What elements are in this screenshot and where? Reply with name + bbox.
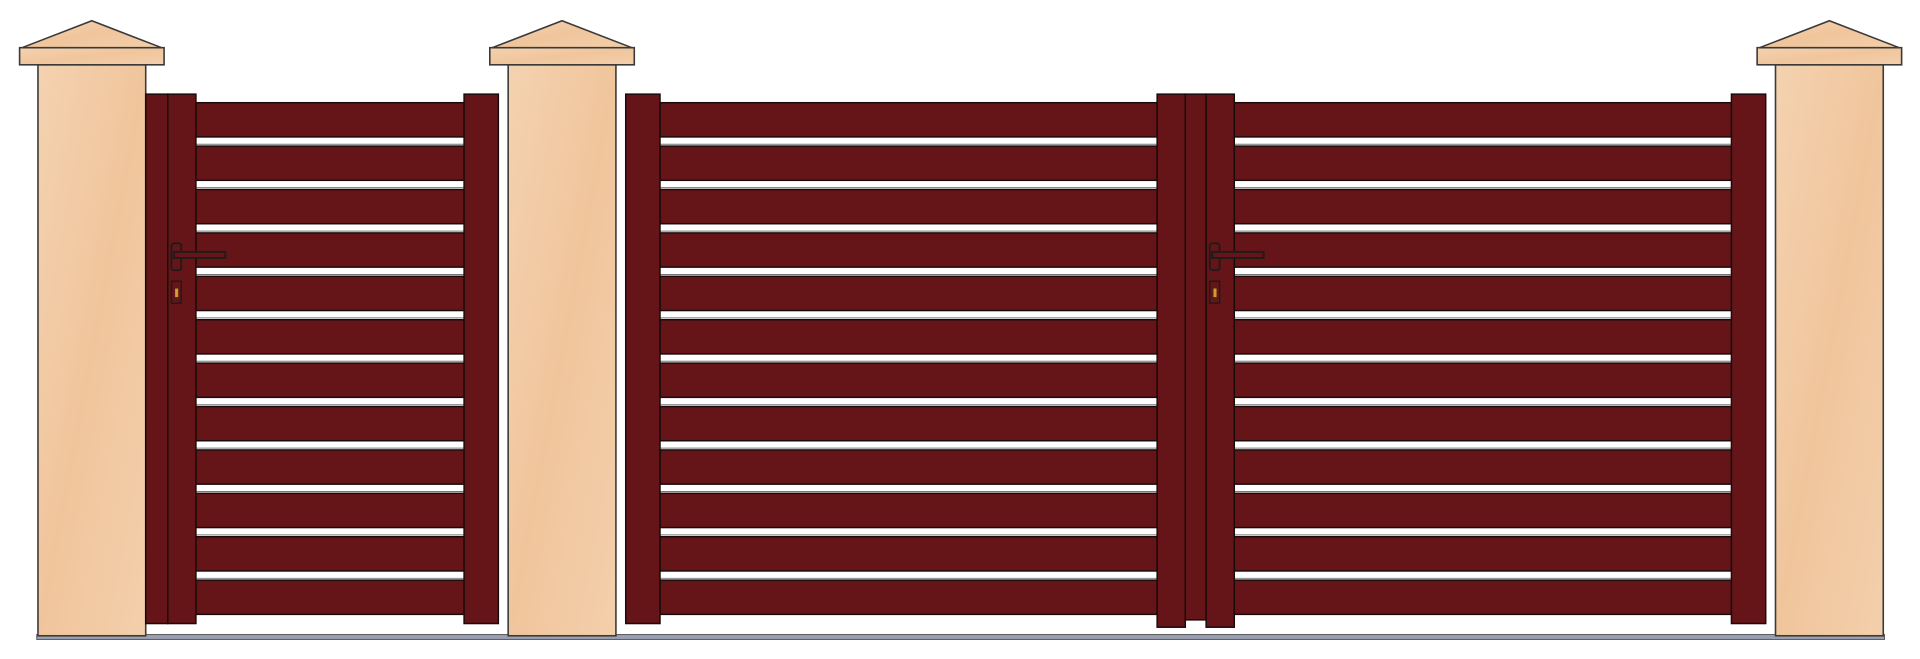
right-leaf-outer-stile [1730,93,1767,625]
gate-slat [659,449,1158,485]
gate-hinge-stile [144,93,169,625]
gate-lock-stile [167,93,197,625]
gate-slat [659,536,1158,572]
gate-slat [659,579,1158,616]
gate-slat [1233,232,1733,268]
gate-slat [195,188,465,225]
center-astragal [1184,93,1207,621]
gate-slat [195,536,465,572]
keyhole-icon [1213,288,1217,298]
gate-slat [1233,101,1733,138]
gate-slat [1233,449,1733,485]
gate-slat [659,232,1158,268]
right-leaf-meeting-stile [1205,93,1236,628]
gate-slat [1233,188,1733,225]
gate-slat [659,405,1158,442]
pillar-body [37,64,147,637]
gate-slat [659,318,1158,355]
pillars [18,19,1903,637]
gate-slat [1233,275,1733,312]
gate-slat [195,492,465,529]
gate-slat [659,275,1158,312]
gate-slat [195,579,465,616]
pillar-cap-slab [18,46,165,66]
keyhole-icon [175,288,179,298]
gate-slat [659,362,1158,399]
gate-slat [1233,579,1733,616]
left-leaf-outer-stile [624,93,661,625]
gate-slat [195,405,465,442]
lever-handle-icon [172,250,227,259]
pillar-cap-slab [489,46,636,66]
pillar-body [1774,64,1885,637]
pillar-cap-pyramid [491,19,633,49]
pillar-cap-pyramid [21,19,162,49]
gate-slat [1233,362,1733,399]
gate-slat [1233,145,1733,182]
pillar-cap-slab [1756,46,1903,66]
double-driveway-gate [624,93,1767,628]
gate-slat [195,232,465,268]
ground-strip [36,634,1885,640]
gate-slat [195,362,465,399]
gate-slat [659,145,1158,182]
gate-right-stile [463,93,500,625]
pillar-cap-pyramid [1759,19,1900,49]
pillar-body [507,64,617,637]
gate-slat [1233,492,1733,529]
gate-hardware [170,242,1265,304]
pedestrian-gate [144,93,500,625]
gate-slat [195,449,465,485]
gate-slat [195,318,465,355]
gate-slat [195,275,465,312]
gate-slat [1233,536,1733,572]
gate-slat [659,492,1158,529]
gate-slat [659,101,1158,138]
gate-slat [195,145,465,182]
left-leaf-meeting-stile [1156,93,1187,628]
gate-slat [659,188,1158,225]
gate-slat [1233,405,1733,442]
lever-handle-icon [1211,250,1265,259]
gate-slat [1233,318,1733,355]
ground-line [36,634,1885,640]
gate-slat [195,101,465,138]
